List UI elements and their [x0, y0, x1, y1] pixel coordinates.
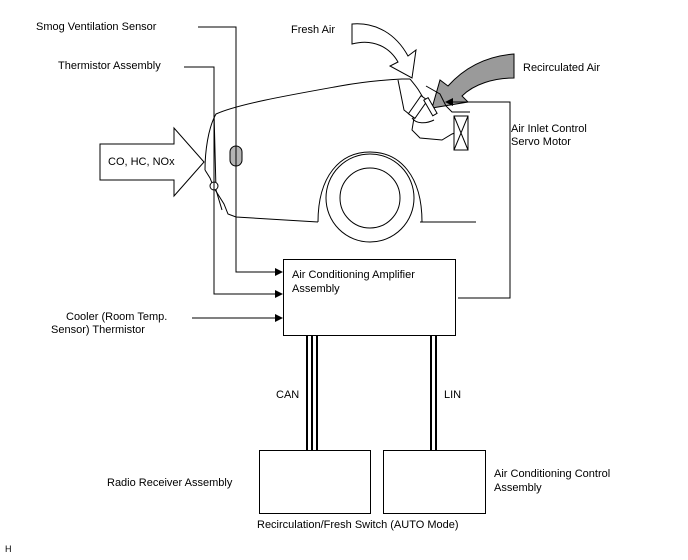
can-bus-line: [306, 336, 318, 450]
exhaust-arrow: [99, 126, 205, 198]
smog-sensor-line: [198, 26, 283, 276]
thermistor-line: [184, 66, 283, 298]
corner-mark: H: [5, 544, 12, 554]
ac-control-label-1: Air Conditioning Control: [494, 468, 611, 480]
ac-control-label-2: Assembly: [494, 482, 542, 494]
recirculated-air-label: Recirculated Air: [523, 62, 601, 74]
ac-control-box: [383, 450, 486, 514]
servo-line: [445, 98, 511, 299]
wheel-rim: [339, 167, 401, 229]
ac-amplifier-label-1: Air Conditioning Amplifier: [292, 269, 415, 281]
recirculated-air-arrow: [431, 53, 515, 109]
inlet-duct: [397, 79, 470, 141]
fresh-air-arrow: [351, 23, 417, 79]
ac-amplifier-box: Air Conditioning Amplifier Assembly: [283, 259, 456, 336]
wheel-tire: [325, 153, 415, 243]
wheel-arch: [317, 151, 423, 223]
lin-bus-line: [430, 336, 437, 450]
lin-label: LIN: [444, 389, 462, 401]
damper-flap: [423, 97, 438, 117]
damper-pivot-arrow: [411, 117, 435, 124]
radio-receiver-box: [259, 450, 371, 514]
switch-caption: Recirculation/Fresh Switch (AUTO Mode): [257, 519, 459, 531]
servo-label-1: Air Inlet Control: [511, 123, 587, 135]
can-label: CAN: [276, 389, 300, 401]
cooler-label-1: Cooler (Room Temp.: [66, 311, 168, 323]
fresh-air-label: Fresh Air: [291, 24, 336, 36]
servo-label-2: Servo Motor: [511, 136, 571, 148]
windshield-line: [213, 111, 223, 211]
smog-sensor-label: Smog Ventilation Sensor: [36, 21, 157, 33]
radio-receiver-label: Radio Receiver Assembly: [107, 477, 233, 489]
cooler-label-2: Sensor) Thermistor: [51, 324, 145, 336]
vehicle-body-outline: [204, 78, 476, 223]
ac-amplifier-label-2: Assembly: [292, 283, 340, 295]
servo-motor-x: [453, 115, 469, 151]
exhaust-label: CO, HC, NOx: [108, 156, 175, 168]
thermistor-label: Thermistor Assembly: [58, 60, 161, 72]
inlet-damper: [407, 94, 429, 120]
